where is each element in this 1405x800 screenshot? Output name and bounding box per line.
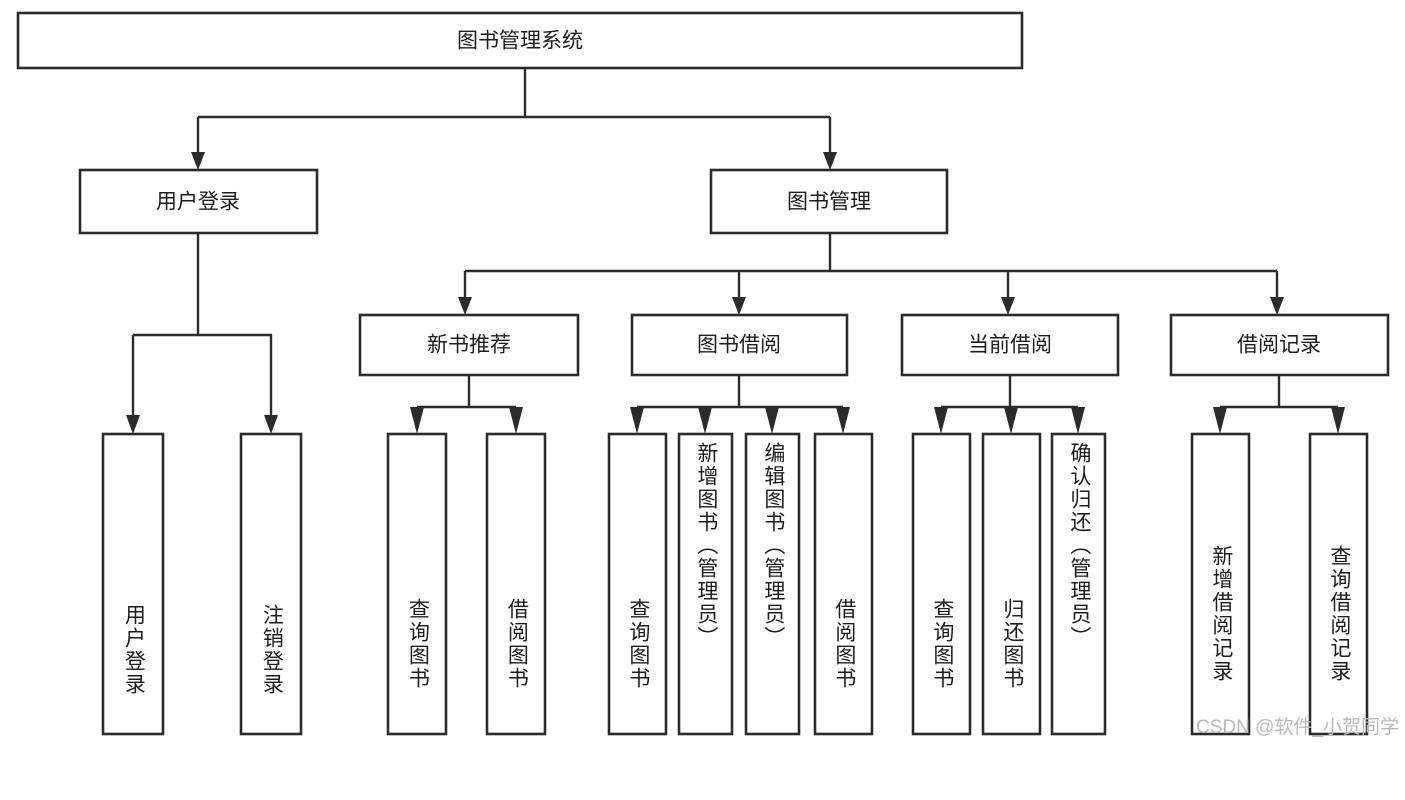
arrowhead-leaf-add-book-admin	[698, 407, 712, 434]
node-current-borrow[interactable]	[900, 313, 1120, 377]
arrowhead-leaf-return-book	[1004, 407, 1018, 434]
diagram-canvas-root: 图书管理系统 用户登录 图书管理 新书推荐 图书借阅 当前借阅 借阅记录	[16, 11, 1399, 738]
arrowhead-borrow-record	[1270, 297, 1284, 315]
node-leaf-query-book-rec[interactable]	[386, 432, 448, 736]
connector-layer	[126, 68, 1345, 434]
arrowhead-leaf-borrow-book	[836, 407, 850, 434]
node-new-book-recommend-label: 新书推荐	[427, 334, 511, 357]
node-borrow-record-label: 借阅记录	[1237, 334, 1321, 357]
node-book-borrow[interactable]	[630, 313, 849, 377]
node-leaf-add-borrow-record[interactable]	[1190, 432, 1251, 736]
arrowhead-leaf-query-book-current	[934, 407, 948, 434]
node-new-book-recommend[interactable]	[358, 313, 580, 377]
arrowhead-leaf-query-borrow-record	[1331, 407, 1345, 434]
node-leaf-add-book-admin[interactable]	[677, 432, 734, 736]
node-root-label: 图书管理系统	[457, 30, 583, 53]
node-current-borrow-label: 当前借阅	[968, 334, 1052, 357]
node-borrow-record[interactable]	[1169, 313, 1390, 377]
arrowhead-leaf-add-borrow-record	[1213, 407, 1227, 434]
node-root[interactable]	[16, 11, 1024, 70]
arrowhead-book-management	[823, 152, 837, 170]
node-user-login[interactable]	[78, 168, 319, 235]
hierarchy-diagram: 图书管理系统 用户登录 图书管理 新书推荐 图书借阅 当前借阅 借阅记录	[16, 11, 1390, 736]
node-leaf-logout-login[interactable]	[239, 432, 303, 736]
arrowhead-leaf-query-book-borrow	[630, 407, 644, 434]
node-leaf-user-login[interactable]	[101, 432, 165, 736]
node-leaf-return-book[interactable]	[981, 432, 1042, 736]
arrowhead-leaf-confirm-return-admin	[1071, 407, 1085, 434]
node-leaf-borrow-book-rec[interactable]	[485, 432, 547, 736]
node-book-management-label: 图书管理	[787, 191, 871, 214]
arrowhead-new-book-recommend	[458, 297, 472, 315]
arrowhead-leaf-user-login	[126, 415, 140, 434]
csdn-watermark: CSDN @软件_小贺同学	[1196, 717, 1399, 738]
arrowhead-leaf-borrow-book-rec	[509, 407, 523, 434]
arrowhead-book-borrow	[732, 297, 746, 315]
arrowhead-leaf-edit-book-admin	[765, 407, 779, 434]
node-leaf-query-borrow-record[interactable]	[1308, 432, 1369, 736]
node-leaf-query-book-current[interactable]	[911, 432, 972, 736]
node-book-borrow-label: 图书借阅	[697, 334, 781, 357]
arrowhead-current-borrow	[1001, 297, 1015, 315]
node-leaf-confirm-return-admin[interactable]	[1050, 432, 1107, 736]
node-leaf-borrow-book[interactable]	[813, 432, 874, 736]
node-user-login-label: 用户登录	[156, 191, 240, 214]
node-book-management[interactable]	[709, 168, 949, 235]
node-layer: 图书管理系统 用户登录 图书管理 新书推荐 图书借阅 当前借阅 借阅记录	[16, 11, 1390, 736]
node-leaf-query-book-borrow[interactable]	[607, 432, 668, 736]
arrowhead-leaf-query-book-rec	[410, 407, 424, 434]
arrowhead-user-login	[191, 152, 205, 170]
node-leaf-edit-book-admin[interactable]	[744, 432, 801, 736]
arrowhead-leaf-logout-login	[264, 415, 278, 434]
